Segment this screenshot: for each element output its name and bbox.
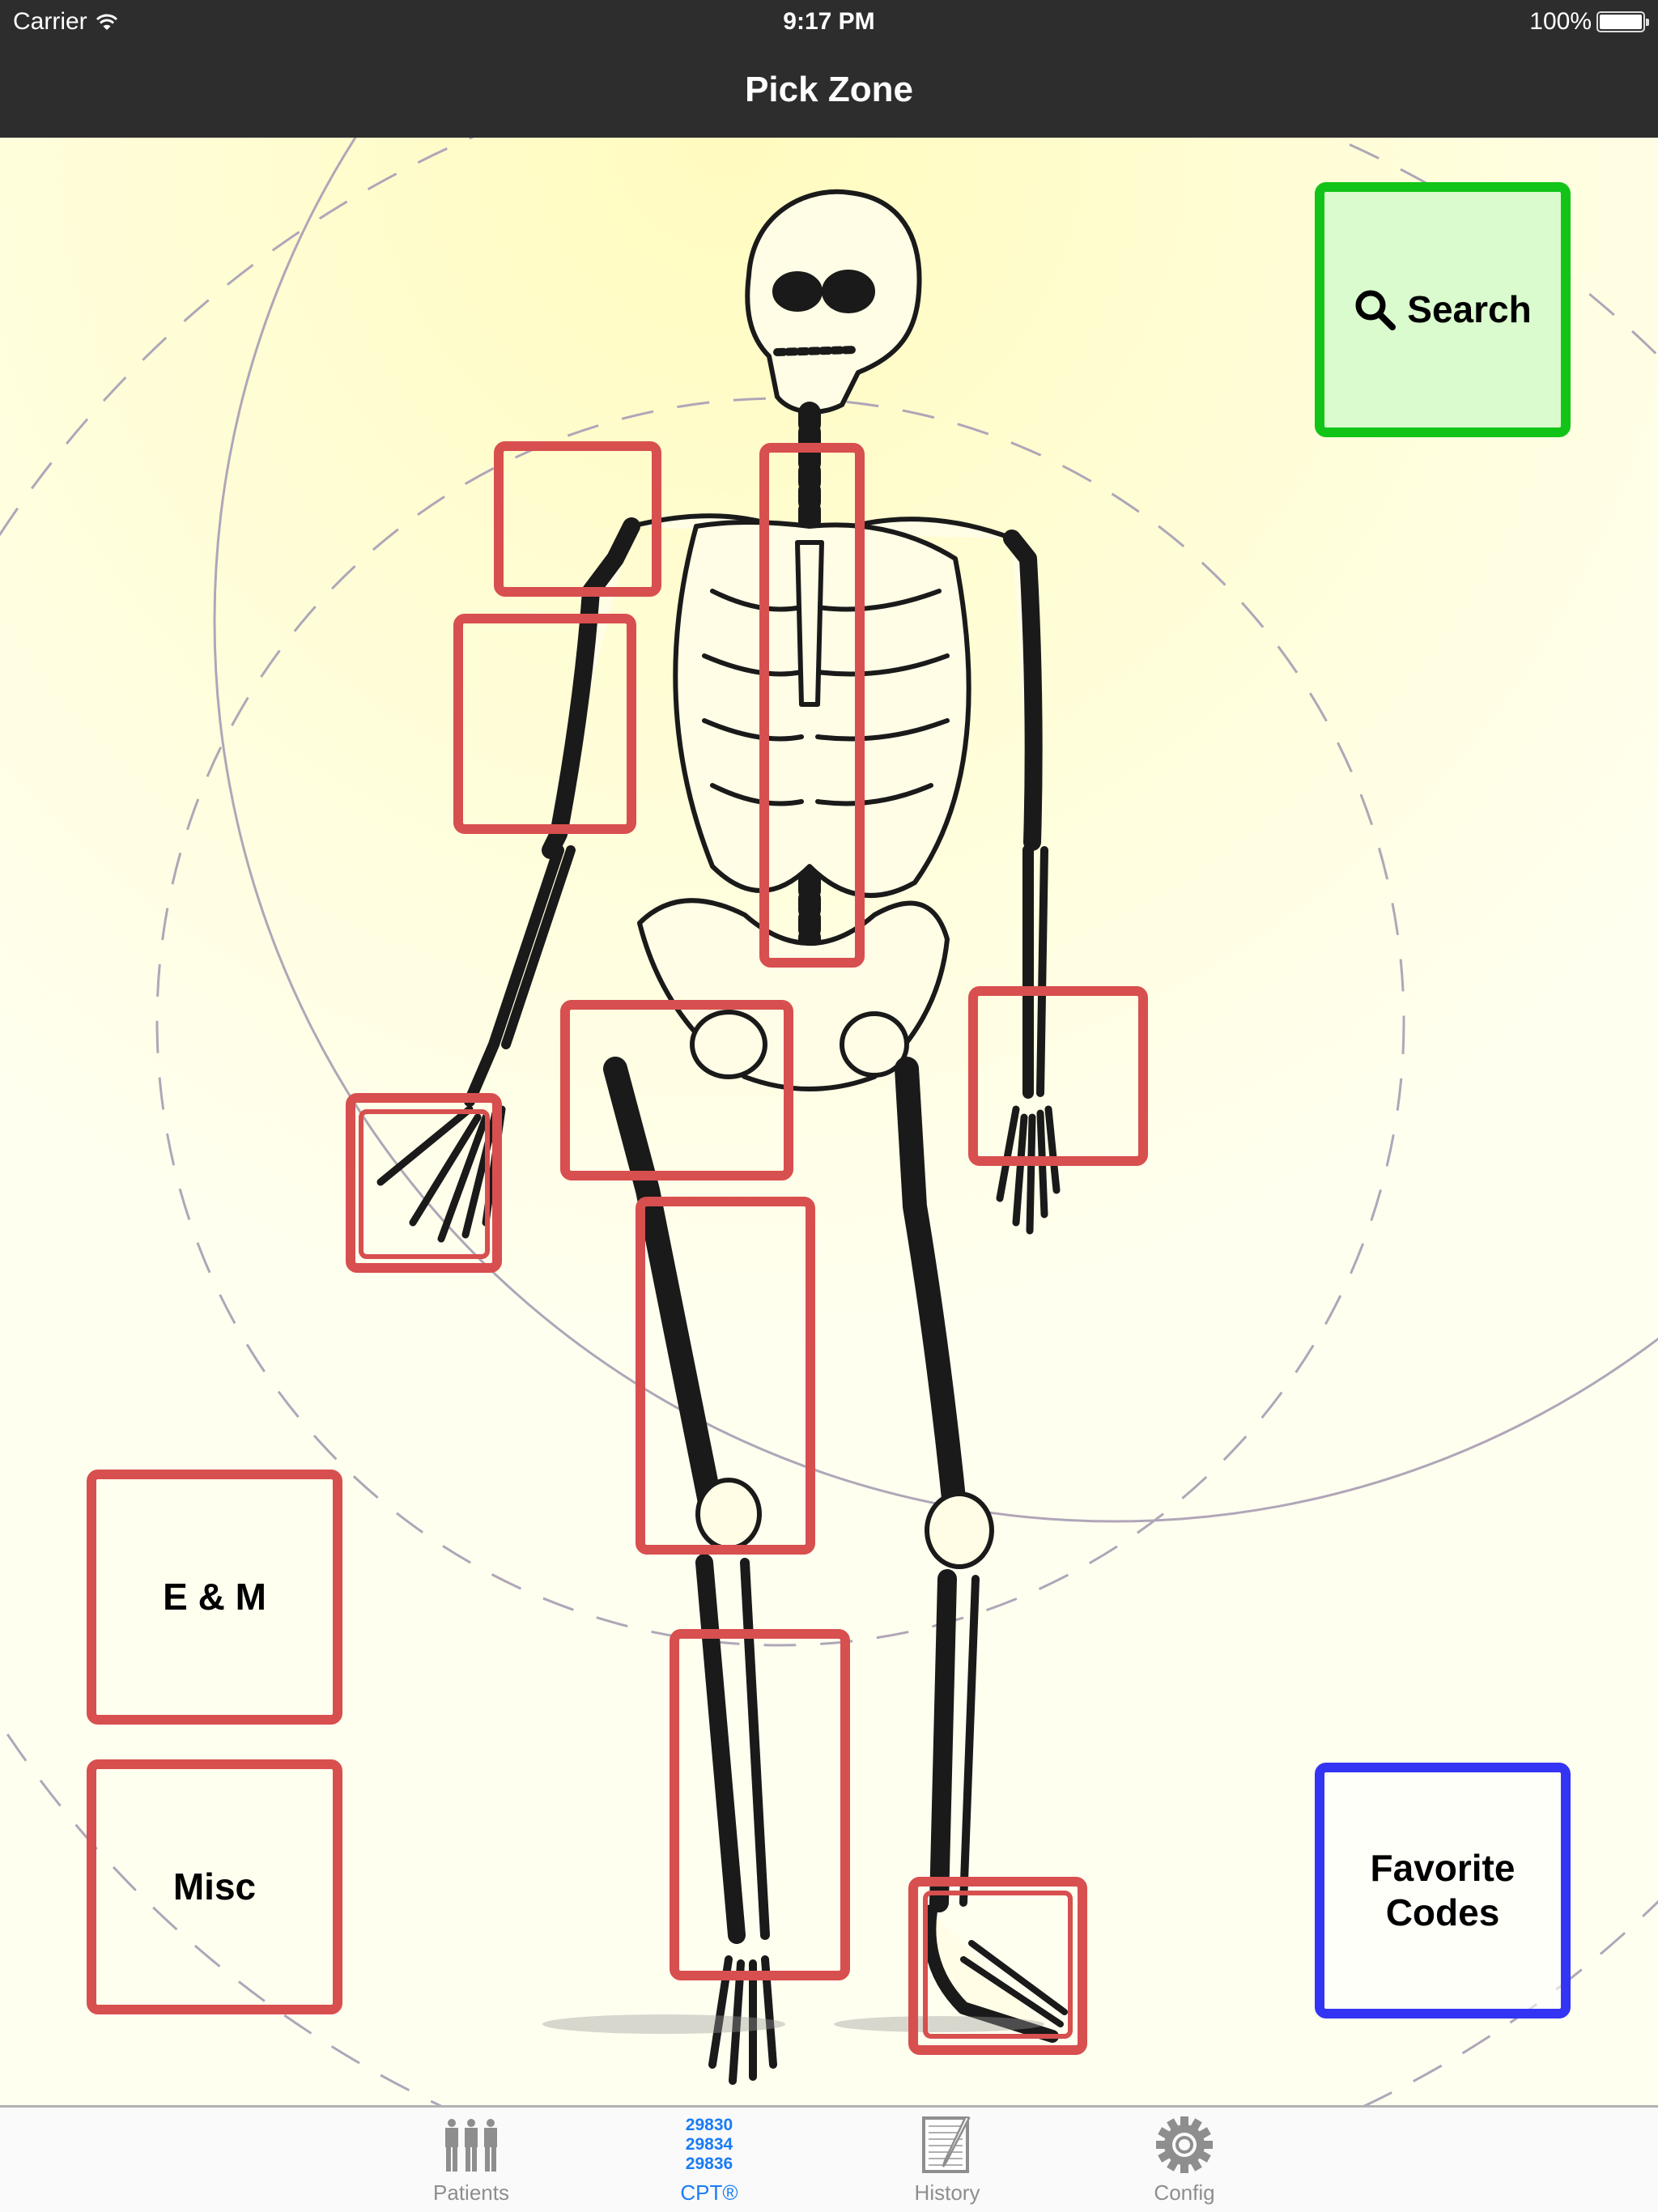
people-icon [442, 2114, 500, 2176]
cpt-icon-line-1: 29830 [685, 2116, 733, 2134]
clock: 9:17 PM [783, 8, 875, 35]
zone-lower-leg-ankle[interactable] [670, 1629, 850, 1980]
search-button-label: Search [1407, 287, 1532, 330]
zone-elbow[interactable] [453, 614, 636, 834]
favorite-codes-label-line1: Favorite [1370, 1846, 1516, 1889]
wifi-icon [96, 14, 117, 30]
gear-icon [1155, 2114, 1214, 2176]
tab-patients[interactable]: Patients [390, 2114, 552, 2206]
zone-foot-inner[interactable] [923, 1891, 1073, 2039]
tab-config-label: Config [1154, 2180, 1215, 2205]
carrier-indicator: Carrier [13, 8, 118, 36]
cpt-icon-line-3: 29836 [685, 2155, 733, 2173]
zone-wrist-forearm[interactable] [968, 986, 1148, 1166]
carrier-label: Carrier [13, 8, 87, 35]
zone-hip-pelvis[interactable] [560, 1000, 793, 1180]
zone-hand[interactable] [346, 1093, 502, 1273]
page-title: Pick Zone [745, 70, 913, 109]
tab-bar: Patients 29830 29834 29836 CPT® History [0, 2105, 1658, 2212]
cpt-codes-icon: 29830 29834 29836 [686, 2114, 733, 2176]
notepad-pencil-icon [922, 2114, 972, 2176]
misc-button-label: Misc [172, 1865, 257, 1908]
tab-history[interactable]: History [866, 2114, 1028, 2206]
zone-hand-inner[interactable] [359, 1109, 490, 1259]
tab-cpt-label: CPT® [680, 2180, 738, 2205]
cpt-icon-line-2: 29834 [685, 2135, 733, 2154]
tab-config[interactable]: Config [1103, 2114, 1265, 2206]
search-icon [1355, 290, 1397, 330]
navigation-bar: Pick Zone [0, 45, 1658, 138]
zone-spine[interactable] [759, 443, 865, 968]
zone-foot[interactable] [908, 1877, 1087, 2055]
tab-cpt[interactable]: 29830 29834 29836 CPT® [628, 2114, 790, 2206]
misc-button[interactable]: Misc [87, 1759, 342, 2014]
em-button-label: E & M [163, 1575, 266, 1618]
search-button[interactable]: Search [1315, 182, 1571, 437]
body-zone-canvas: Search E & M Misc Favorite Codes [0, 138, 1658, 2105]
battery-indicator: 100% [1529, 8, 1649, 36]
battery-percent: 100% [1529, 8, 1592, 35]
favorite-codes-label-line2: Codes [1385, 1891, 1500, 1933]
battery-icon [1596, 11, 1649, 32]
skeleton-illustration [376, 189, 1068, 2085]
zone-thigh-knee[interactable] [636, 1197, 815, 1555]
background-circles [0, 138, 1658, 2105]
zone-shoulder[interactable] [494, 441, 661, 597]
tab-patients-label: Patients [433, 2180, 509, 2205]
em-button[interactable]: E & M [87, 1470, 342, 1725]
status-bar: Carrier 9:17 PM 100% [0, 0, 1658, 45]
favorite-codes-button[interactable]: Favorite Codes [1315, 1763, 1571, 2018]
tab-history-label: History [914, 2180, 980, 2205]
